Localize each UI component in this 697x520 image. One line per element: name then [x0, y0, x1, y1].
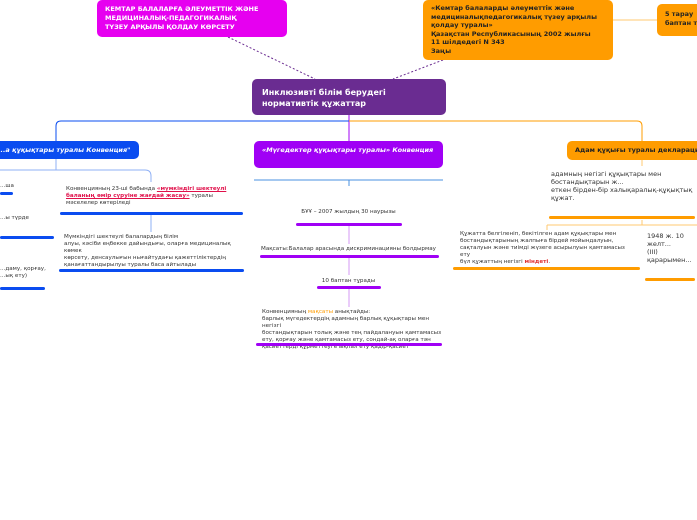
purple-goal[interactable]: Конвенцияның мақсаты анықтайды: барлық м…: [262, 309, 447, 351]
node-text: 5 тарау: [665, 10, 694, 18]
text: Мүмкіндігі шектеулі балалардың білім: [64, 234, 179, 240]
central-title: Инклюзивті білім берудегі нормативтік құ…: [262, 88, 386, 108]
branch-title: Адам құқығы туралы декларация: [575, 146, 697, 154]
node-top-right[interactable]: «Кемтар балаларды әлеуметтік және медици…: [423, 0, 613, 60]
central-topic[interactable]: Инклюзивті білім берудегі нормативтік құ…: [252, 79, 446, 115]
snippet: ...ша: [0, 183, 14, 189]
node-text: КЕМТАР БАЛАЛАРҒА ӘЛЕУМЕТТІК ЖӘНЕ: [105, 5, 259, 13]
node-text: «Кемтар балаларды әлеуметтік және: [431, 4, 575, 12]
text: анықтайды:: [333, 309, 371, 315]
text: көмек: [64, 248, 82, 254]
blue-item-2[interactable]: Мүмкіндігі шектеулі балалардың білім алу…: [64, 234, 244, 269]
blue-item-1[interactable]: Конвенцияның 23-ші бабында «мүмкіндігі ш…: [66, 186, 246, 207]
underline: [317, 286, 381, 289]
underline: [59, 269, 244, 272]
text: Құжатта белгіленіп, бекітілген адам құқы…: [460, 231, 617, 237]
text: 1948 ж. 10 желт...: [647, 232, 684, 248]
node-text: Заңы: [431, 46, 452, 55]
text: қанағаттандырылуы туралы баса айтылады: [64, 262, 197, 268]
purple-item[interactable]: 10 баптан тұрады: [321, 278, 376, 284]
text: бүл құжаттың негізгі: [460, 259, 525, 265]
node-text: медициналықпедагогикалық түзеу арқылы: [431, 12, 597, 21]
underline: [549, 216, 695, 219]
snippet: ...ық ету): [0, 273, 28, 279]
snippet: ...ы түрде: [0, 215, 29, 221]
branch-purple[interactable]: «Мүгедектер құқықтары туралы» Конвенция: [254, 141, 443, 168]
underline: [60, 212, 243, 215]
underline: [645, 278, 695, 281]
node-top-left[interactable]: КЕМТАР БАЛАЛАРҒА ӘЛЕУМЕТТІК ЖӘНЕ МЕДИЦИН…: [97, 0, 287, 37]
node-text: Қазақстан Республикасының 2002 жылғы: [431, 29, 591, 38]
orange-item-2[interactable]: Құжатта белгіленіп, бекітілген адам құқы…: [460, 231, 635, 266]
text: алуы, кәсіби еңбекке дайындығы, оларға м…: [64, 241, 231, 247]
underline: [256, 343, 442, 346]
branch-title: ...а құқықтары туралы Конвенция": [0, 146, 131, 154]
node-text: МЕДИЦИНАЛЫҚ-ПЕДАГОГИКАЛЫҚ: [105, 14, 237, 22]
text: еткен бірден-бір халықаралық-құқықтық құ…: [551, 186, 693, 202]
text: сақталуын және тиімді жүзеге асырылуын қ…: [460, 245, 625, 258]
link[interactable]: «мүмкіндігі шектеулі баланың өмір сүруін…: [66, 186, 227, 199]
underline: [0, 236, 54, 239]
branch-title: «Мүгедектер құқықтары туралы» Конвенция: [262, 146, 434, 154]
purple-item[interactable]: Мақсаты:Балалар арасында дискриминацияны…: [261, 246, 436, 252]
orange-item-3[interactable]: 1948 ж. 10 желт... (III) қарарымен...: [647, 232, 696, 264]
highlight: міндеті: [524, 259, 549, 265]
purple-item[interactable]: БҰҰ – 2007 жылдың 30 наурызы: [301, 209, 396, 215]
text: адамның негізгі құқықтары мен бостандықт…: [551, 170, 662, 186]
text: туралы мәселелер көтеріледі: [66, 193, 213, 206]
text: көрсету, денсаулығын нығайтудағы қажетті…: [64, 255, 226, 261]
node-text: ТҮЗЕУ АРҚЫЛЫ ҚОЛДАУ КӨРСЕТУ: [105, 23, 235, 31]
snippet: ...дамy, қорғау,: [0, 266, 46, 272]
highlight: мақсаты: [307, 309, 334, 315]
text: Конвенцияның 23-ші бабында: [66, 186, 157, 192]
underline: [453, 267, 640, 270]
underline: [296, 223, 402, 226]
text: бостандықтарының жалпыға бірдей мойындал…: [460, 238, 614, 244]
text: (III) қарарымен...: [647, 248, 692, 264]
text: бостандықтарын толық және тең пайдалануы…: [262, 330, 442, 336]
branch-blue[interactable]: ...а құқықтары туралы Конвенция": [0, 141, 139, 159]
branch-orange[interactable]: Адам құқығы туралы декларация: [567, 141, 697, 160]
node-far-right[interactable]: 5 тарау баптан т: [657, 4, 697, 36]
text: қасиеттерді құрметтеуге ықпал ету қадір-…: [262, 344, 410, 350]
node-text: баптан т: [665, 18, 697, 27]
text: ету, қорғау және қамтамасыз ету, сондай-…: [262, 337, 431, 343]
underline: [260, 255, 439, 258]
text: .: [548, 259, 551, 265]
underline: [0, 287, 45, 290]
orange-item-1[interactable]: адамның негізгі құқықтары мен бостандықт…: [551, 170, 695, 202]
node-text: қолдау туралы»: [431, 21, 493, 30]
node-text: 11 шілдедегі N 343: [431, 38, 505, 47]
text: барлық мүгедектердің адамның барлық құқы…: [262, 316, 430, 329]
underline: [0, 192, 13, 195]
text: Конвенцияның: [262, 309, 308, 315]
